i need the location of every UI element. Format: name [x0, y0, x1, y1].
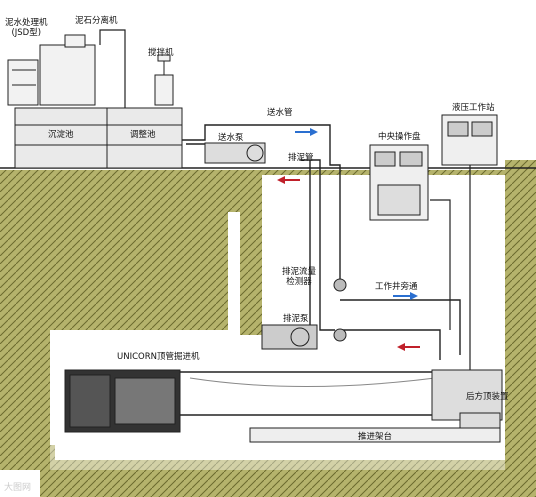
label-hydraulic-station: 液压工作站 [452, 103, 495, 113]
feed-pump [204, 142, 266, 164]
label-settling-tank: 沉淀池 [48, 130, 74, 140]
separator-pipe [99, 29, 126, 108]
label-tbm: UNICORN顶管掘进机 [117, 352, 200, 362]
label-flow-meter: 排泥流量 检测器 [282, 267, 317, 287]
flow-meter [333, 278, 347, 342]
bypass-pipe [340, 299, 461, 355]
push-frame [249, 427, 501, 443]
label-control-panel: 中央操作盘 [378, 132, 421, 142]
label-mixer: 搅拌机 [148, 48, 174, 58]
label-feed-pipe: 送水管 [267, 108, 293, 118]
label-discharge-pipe: 排泥管 [288, 153, 314, 163]
label-shaft-bypass: 工作井旁通 [375, 282, 418, 292]
label-frame: 推进架台 [358, 432, 393, 442]
watermark: 大图网 [4, 483, 32, 493]
mixer [154, 54, 174, 106]
central-control-panel [369, 144, 429, 221]
hydraulic-station [441, 114, 498, 166]
label-separator: 泥石分离机 [75, 16, 118, 26]
flow-arrows [277, 128, 420, 351]
label-mud-unit: 泥水处理机 (JSD型) [5, 18, 48, 38]
label-mud-pump: 排泥泵 [283, 314, 309, 324]
settling-tank [14, 107, 108, 169]
tunnel-pipe [180, 371, 436, 416]
label-jack: 后方顶装置 [466, 392, 509, 402]
unicorn-tbm [64, 369, 181, 433]
feed-pipe-line [182, 124, 341, 290]
mud-treatment-unit [7, 34, 96, 106]
mud-pump [261, 324, 318, 350]
label-feed-pump: 送水泵 [218, 133, 244, 143]
label-adjust-tank: 调整池 [130, 130, 156, 140]
adjust-tank [106, 107, 183, 169]
